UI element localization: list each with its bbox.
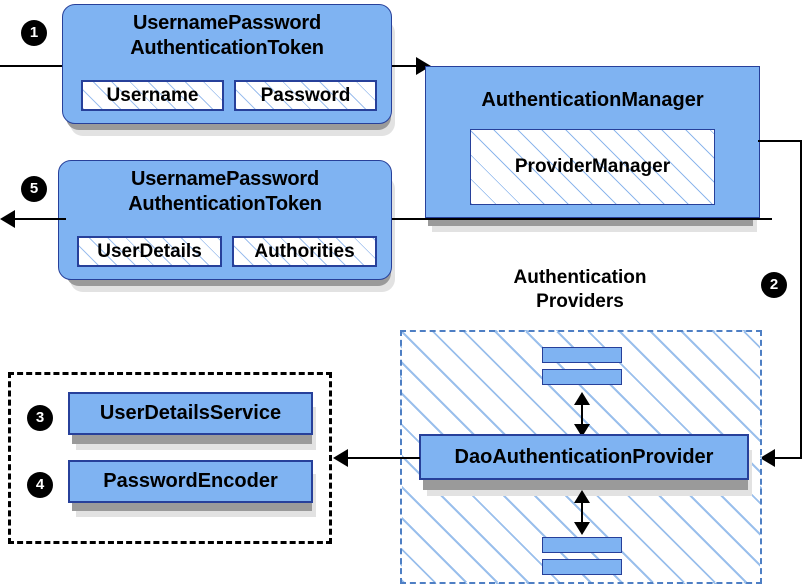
dao-dependencies-region <box>8 372 332 544</box>
userdetailsservice-box[interactable]: UserDetailsService <box>68 392 313 435</box>
response-token-slot-authorities[interactable]: Authorities <box>232 236 377 267</box>
other-provider-bar-top-2[interactable] <box>542 369 622 385</box>
request-token-card[interactable]: UsernamePassword AuthenticationToken Use… <box>62 4 392 124</box>
dao-link-bottom-line <box>581 496 583 524</box>
passwordencoder-box[interactable]: PasswordEncoder <box>68 460 313 503</box>
response-token-title-line2: AuthenticationToken <box>128 193 322 215</box>
response-token-slots: UserDetails Authorities <box>77 236 377 267</box>
dao-link-bottom-arrow-down <box>574 522 590 535</box>
request-token-slots: Username Password <box>81 80 377 111</box>
other-provider-bar-bottom-2[interactable] <box>542 559 622 575</box>
authentication-providers-title-line2: Providers <box>536 291 624 312</box>
badge-step-2: 2 <box>762 273 786 297</box>
response-token-card[interactable]: UsernamePassword AuthenticationToken Use… <box>58 160 392 280</box>
outgoing-response-line <box>8 218 66 220</box>
provider-manager-box[interactable]: ProviderManager <box>470 129 715 205</box>
authentication-providers-title: Authentication Providers <box>470 266 690 314</box>
manager-to-providers-arrowhead <box>760 449 775 467</box>
dao-authentication-provider-box[interactable]: DaoAuthenticationProvider <box>419 434 749 480</box>
badge-step-1: 1 <box>22 21 46 45</box>
response-token-slot-userdetails[interactable]: UserDetails <box>77 236 222 267</box>
dao-to-dependencies-arrowhead <box>333 449 348 467</box>
badge-step-5: 5 <box>22 177 46 201</box>
authentication-manager-title: AuthenticationManager <box>481 89 704 111</box>
request-token-slot-username[interactable]: Username <box>81 80 224 111</box>
authentication-providers-title-line1: Authentication <box>513 267 647 288</box>
manager-to-providers-line-h2 <box>775 457 802 459</box>
authentication-manager-card[interactable]: AuthenticationManager ProviderManager <box>425 66 760 218</box>
manager-to-providers-line-h1 <box>758 140 802 142</box>
badge-step-4: 4 <box>28 473 52 497</box>
other-provider-bar-top-1[interactable] <box>542 347 622 363</box>
request-token-title: UsernamePassword AuthenticationToken <box>63 11 391 61</box>
manager-to-response-line-v <box>770 218 772 220</box>
request-token-title-line2: AuthenticationToken <box>130 37 324 59</box>
dao-to-dependencies-line <box>348 457 420 459</box>
response-token-title-line1: UsernamePassword <box>130 168 319 190</box>
request-token-slot-password[interactable]: Password <box>234 80 377 111</box>
outgoing-response-arrowhead <box>0 210 15 228</box>
manager-to-providers-line-v <box>800 140 802 458</box>
other-provider-bar-bottom-1[interactable] <box>542 537 622 553</box>
badge-step-3: 3 <box>28 406 52 430</box>
manager-to-response-line <box>392 218 772 220</box>
token-to-manager-line <box>392 65 418 67</box>
request-token-title-line1: UsernamePassword <box>132 12 321 34</box>
incoming-request-line <box>0 65 68 67</box>
dao-link-top-arrow-down <box>574 424 590 437</box>
response-token-title: UsernamePassword AuthenticationToken <box>59 167 391 217</box>
dao-link-top-line <box>581 398 583 426</box>
